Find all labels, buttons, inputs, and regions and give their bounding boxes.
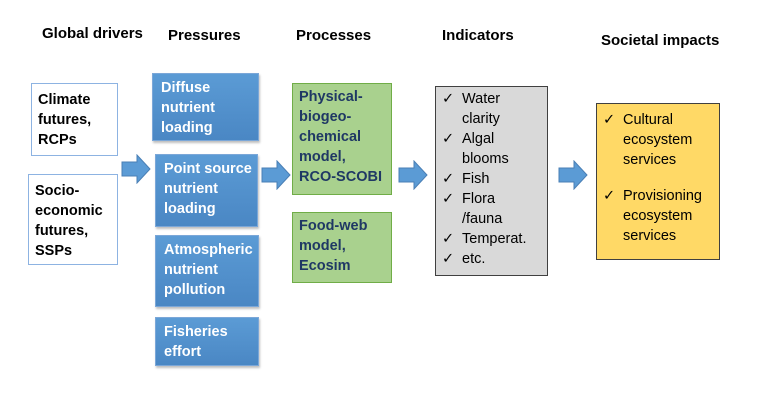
header-pressures: Pressures xyxy=(168,27,241,44)
process-foodweb-line: Food-web xyxy=(299,218,368,234)
indicator-line: etc. xyxy=(462,251,486,267)
check-icon: ✓ xyxy=(442,131,455,147)
process-physical-line: biogeo- xyxy=(299,109,352,125)
check-icon: ✓ xyxy=(442,231,455,247)
impact-line: ecosystem xyxy=(623,208,693,224)
driver-socio-line: SSPs xyxy=(35,243,73,259)
driver-socio-line: futures, xyxy=(35,223,89,239)
pressure-point-line: nutrient xyxy=(164,181,218,197)
check-icon: ✓ xyxy=(442,91,455,107)
driver-socio-line: economic xyxy=(35,203,103,219)
indicator-algal-blooms: ✓ Algal blooms xyxy=(442,129,547,169)
check-icon: ✓ xyxy=(442,191,455,207)
indicator-line: /fauna xyxy=(462,211,503,227)
pressure-point-line: loading xyxy=(164,201,216,217)
right-arrow-icon xyxy=(398,160,428,190)
pressure-fisheries-line: Fisheries xyxy=(164,324,228,340)
pressure-point-source-box: Point source nutrient loading xyxy=(155,154,258,227)
driver-socio-box: Socio- economic futures, SSPs xyxy=(28,174,118,265)
pressure-diffuse-line: loading xyxy=(161,120,213,136)
pressure-atmospheric-line: Atmospheric xyxy=(164,242,253,258)
indicator-flora-fauna: ✓ Flora /fauna xyxy=(442,189,547,229)
process-physical-line: RCO-SCOBI xyxy=(299,169,382,185)
check-icon: ✓ xyxy=(603,188,616,204)
check-icon: ✓ xyxy=(442,251,455,267)
indicator-line: Water xyxy=(462,91,501,107)
header-indicators: Indicators xyxy=(442,27,514,44)
impact-line: Cultural xyxy=(623,112,673,128)
impact-line: services xyxy=(623,152,677,168)
header-societal-impacts: Societal impacts xyxy=(601,32,720,49)
driver-socio-line: Socio- xyxy=(35,183,80,199)
impact-provisioning: ✓ Provisioning ecosystem services xyxy=(603,186,719,246)
pressure-atmospheric-box: Atmospheric nutrient pollution xyxy=(155,235,259,307)
impact-line: services xyxy=(623,228,677,244)
driver-climate-box: Climate futures, RCPs xyxy=(31,83,118,156)
right-arrow-icon xyxy=(261,160,291,190)
societal-impacts-box: ✓ Cultural ecosystem services ✓ Provisio… xyxy=(596,103,720,260)
process-physical-line: Physical- xyxy=(299,89,363,105)
driver-climate-line: Climate xyxy=(38,92,91,108)
indicator-line: Temperat. xyxy=(462,231,527,247)
pressure-point-line: Point source xyxy=(164,161,252,177)
impact-cultural: ✓ Cultural ecosystem services xyxy=(603,110,719,170)
indicator-line: Algal xyxy=(462,131,495,147)
pressure-fisheries-line: effort xyxy=(164,344,202,360)
impact-line: Provisioning xyxy=(623,188,702,204)
process-physical-line: model, xyxy=(299,149,346,165)
process-foodweb-line: model, xyxy=(299,238,346,254)
pressure-diffuse-box: Diffuse nutrient loading xyxy=(152,73,259,141)
header-global-drivers: Global drivers xyxy=(42,25,143,42)
impact-line: ecosystem xyxy=(623,132,693,148)
pressure-diffuse-line: Diffuse xyxy=(161,80,211,96)
indicator-line: blooms xyxy=(462,151,509,167)
indicator-line: Fish xyxy=(462,171,490,187)
indicator-fish: ✓ Fish xyxy=(442,169,547,189)
indicator-line: Flora xyxy=(462,191,496,207)
process-foodweb-model-box: Food-web model, Ecosim xyxy=(292,212,392,283)
check-icon: ✓ xyxy=(442,171,455,187)
indicator-line: clarity xyxy=(462,111,500,127)
driver-climate-line: RCPs xyxy=(38,132,77,148)
check-icon: ✓ xyxy=(603,112,616,128)
indicator-water-clarity: ✓ Water clarity xyxy=(442,89,547,129)
process-physical-line: chemical xyxy=(299,129,362,145)
process-physical-model-box: Physical- biogeo- chemical model, RCO-SC… xyxy=(292,83,392,195)
pressure-atmospheric-line: pollution xyxy=(164,282,226,298)
right-arrow-icon xyxy=(558,160,588,190)
pressure-diffuse-line: nutrient xyxy=(161,100,215,116)
indicator-etc: ✓ etc. xyxy=(442,249,547,269)
pressure-atmospheric-line: nutrient xyxy=(164,262,218,278)
header-processes: Processes xyxy=(296,27,372,44)
process-foodweb-line: Ecosim xyxy=(299,258,351,274)
driver-climate-line: futures, xyxy=(38,112,92,128)
indicators-box: ✓ Water clarity ✓ Algal blooms ✓ Fish ✓ … xyxy=(435,86,548,276)
right-arrow-icon xyxy=(121,154,151,184)
indicator-temperature: ✓ Temperat. xyxy=(442,229,547,249)
pressure-fisheries-box: Fisheries effort xyxy=(155,317,259,366)
